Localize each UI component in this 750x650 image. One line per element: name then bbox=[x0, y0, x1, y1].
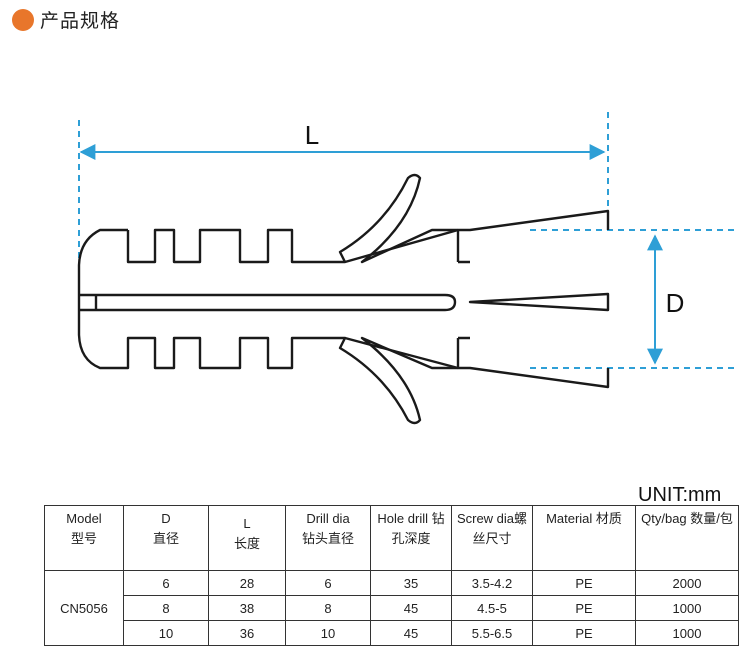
cell-hole: 45 bbox=[370, 620, 452, 646]
model-cell: CN5056 bbox=[44, 570, 124, 646]
cell-hole: 45 bbox=[370, 595, 452, 621]
cell-drill: 10 bbox=[285, 620, 371, 646]
cell-qty: 2000 bbox=[635, 570, 739, 596]
col-hole: Hole drill 钻孔深度 bbox=[370, 505, 452, 571]
cell-qty: 1000 bbox=[635, 595, 739, 621]
cell-screw: 5.5-6.5 bbox=[451, 620, 533, 646]
cell-d: 10 bbox=[123, 620, 209, 646]
cell-screw: 4.5-5 bbox=[451, 595, 533, 621]
col-qty: Qty/bag 数量/包 bbox=[635, 505, 739, 571]
section-title: 产品规格 bbox=[40, 10, 121, 32]
cell-l: 38 bbox=[208, 595, 286, 621]
cell-material: PE bbox=[532, 570, 636, 596]
cell-hole: 35 bbox=[370, 570, 452, 596]
unit-label: UNIT:mm bbox=[638, 484, 722, 506]
length-label: L bbox=[305, 120, 319, 150]
cell-l: 36 bbox=[208, 620, 286, 646]
cell-l: 28 bbox=[208, 570, 286, 596]
cell-screw: 3.5-4.2 bbox=[451, 570, 533, 596]
section-header: 产品规格 bbox=[12, 6, 120, 33]
table-row: 8 38 8 45 4.5-5 PE 1000 bbox=[45, 595, 739, 621]
col-screw: Screw dia螺丝尺寸 bbox=[451, 505, 533, 571]
diameter-label: D bbox=[666, 288, 685, 318]
table-row: 10 36 10 45 5.5-6.5 PE 1000 bbox=[45, 620, 739, 646]
cell-d: 6 bbox=[123, 570, 209, 596]
cell-drill: 8 bbox=[285, 595, 371, 621]
table-row: CN5056 6 28 6 35 3.5-4.2 PE 2000 bbox=[44, 570, 739, 646]
cell-drill: 6 bbox=[285, 570, 371, 596]
cell-material: PE bbox=[532, 620, 636, 646]
cell-material: PE bbox=[532, 595, 636, 621]
orange-dot-icon bbox=[12, 8, 34, 31]
col-material: Material 材质 bbox=[532, 505, 636, 571]
cell-qty: 1000 bbox=[635, 620, 739, 646]
cell-d: 8 bbox=[123, 595, 209, 621]
wall-plug-outline bbox=[77, 173, 610, 425]
wall-plug-diagram: L D bbox=[77, 112, 735, 425]
